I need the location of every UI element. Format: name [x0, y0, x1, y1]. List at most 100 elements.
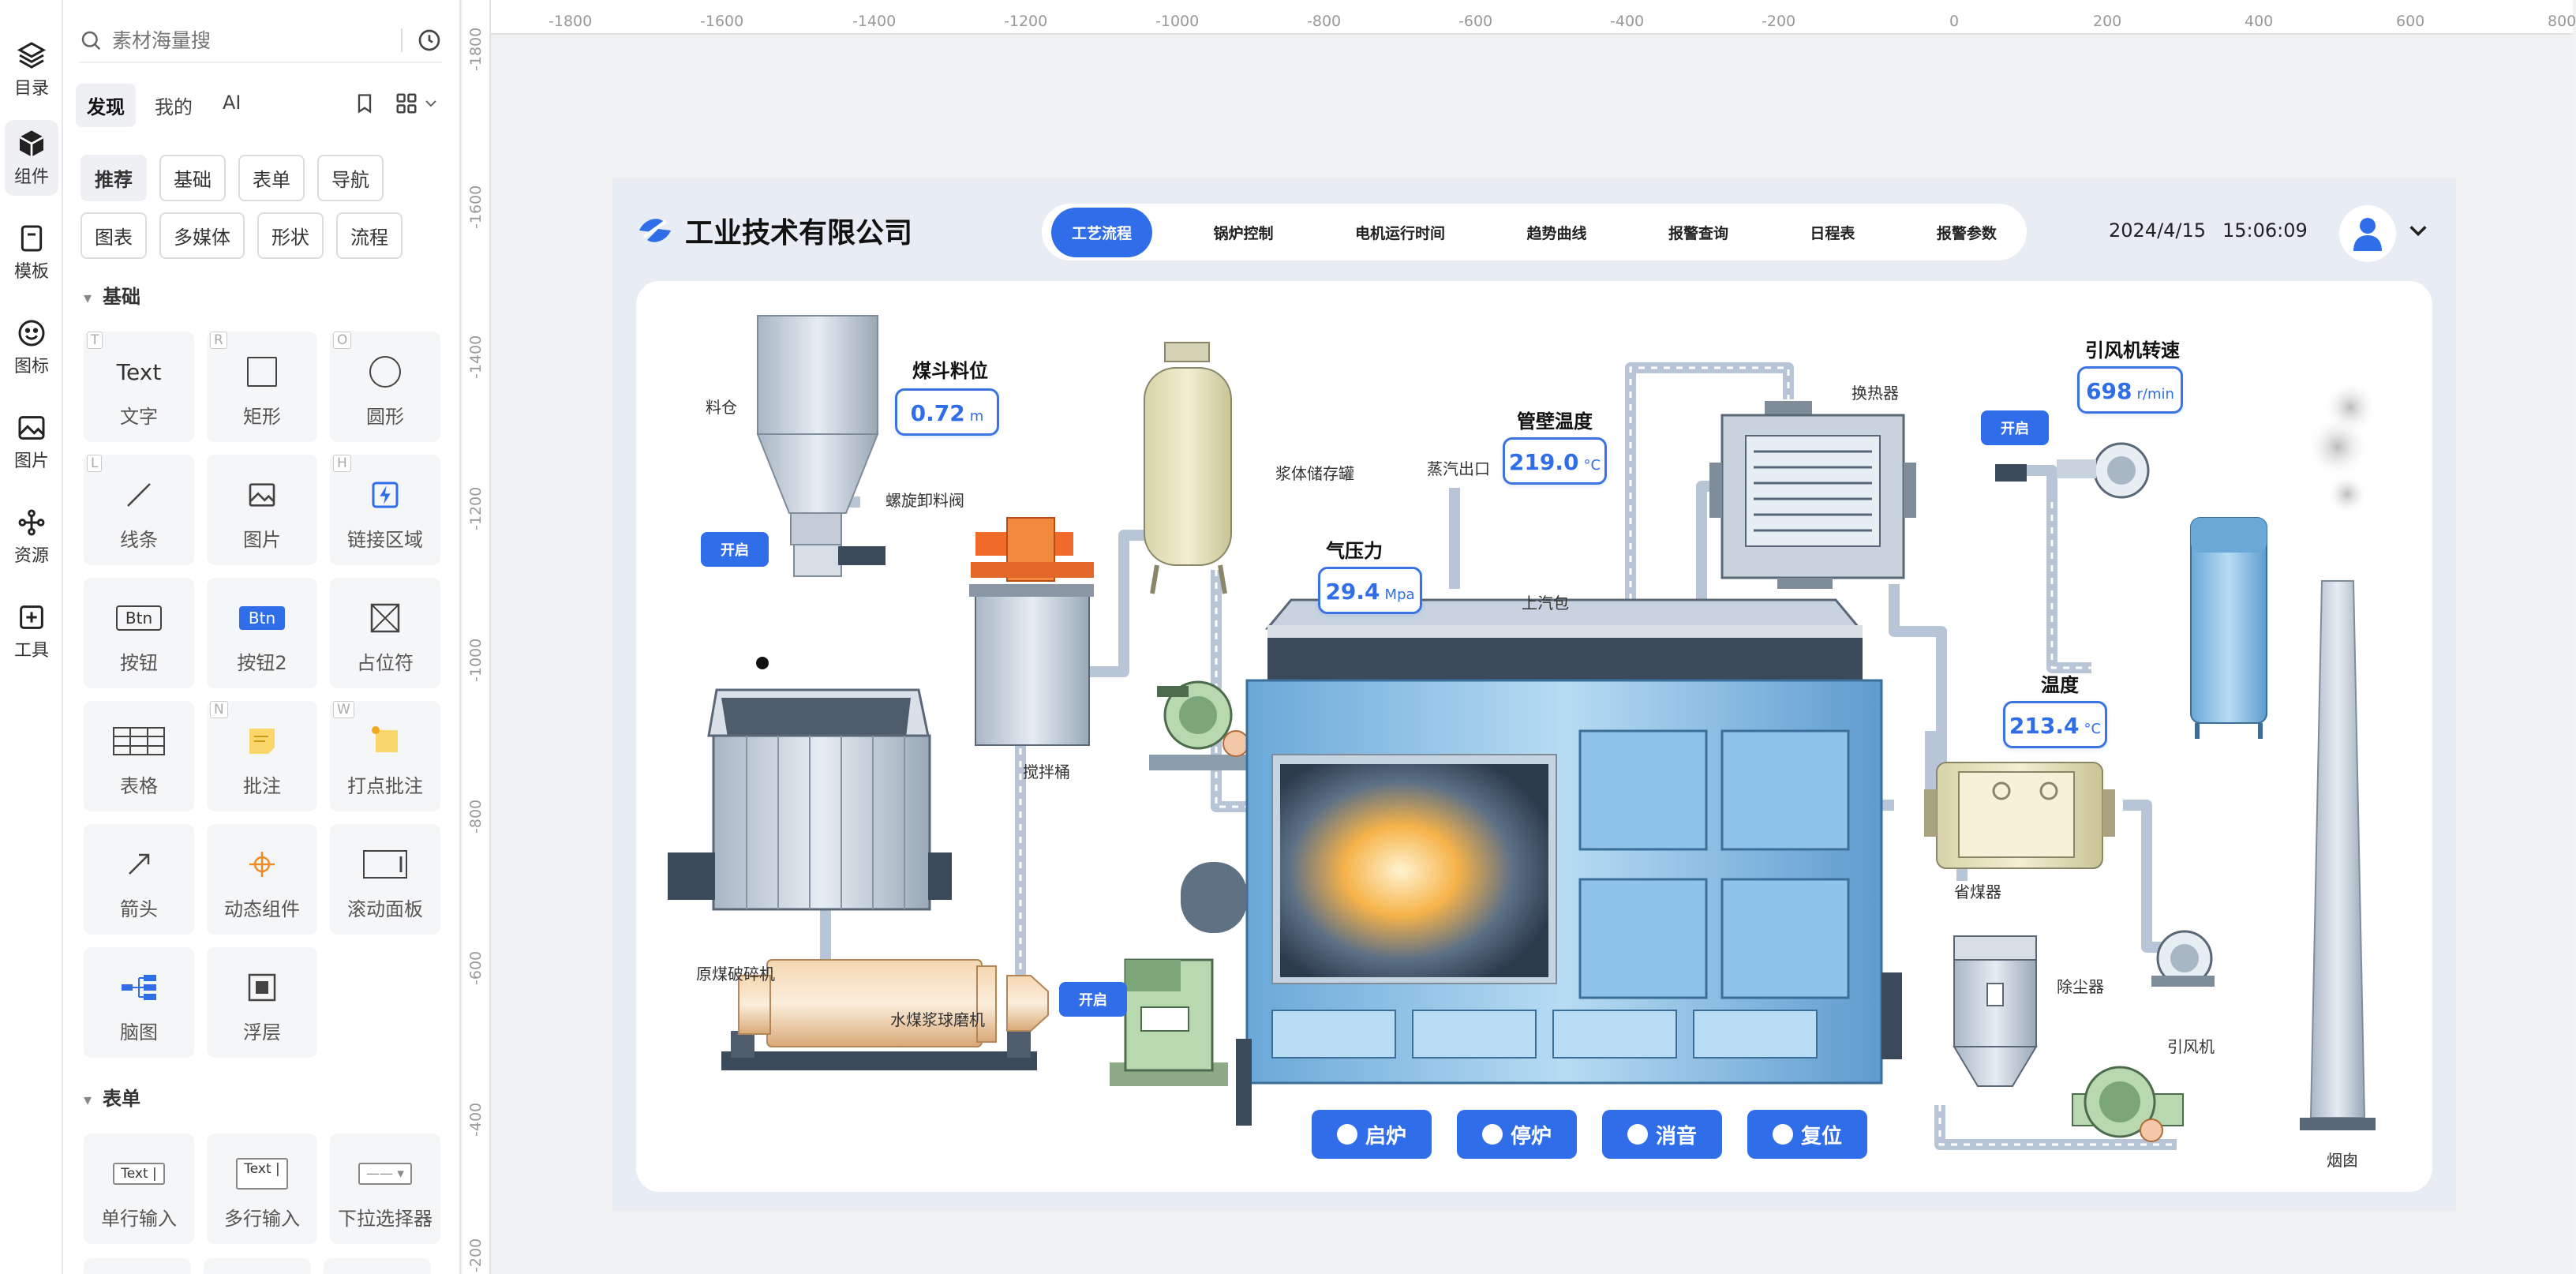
ruler-tick: -1600: [467, 185, 485, 229]
stop-boiler-button[interactable]: 停炉: [1457, 1110, 1577, 1159]
chip-shape[interactable]: 形状: [257, 212, 324, 259]
tab-mine[interactable]: 我的: [155, 96, 193, 118]
label-economizer: 省煤器: [1954, 882, 2001, 901]
rail-item-tools[interactable]: 工具: [5, 594, 58, 669]
open-button-silo[interactable]: 开启: [701, 532, 769, 567]
rectangle-icon: [247, 352, 277, 392]
design-canvas[interactable]: -1800 -1600 -1400 -1200 -1000 -800 -600 …: [462, 0, 2576, 1274]
top-navigation: 工艺流程 锅炉控制 电机运行时间 趋势曲线 报警查询 日程表 报警参数: [1042, 204, 2027, 260]
table-icon: [113, 721, 165, 761]
rail-item-components[interactable]: 组件: [5, 120, 58, 196]
rail-item-directory[interactable]: 目录: [5, 32, 58, 107]
rail-item-resources[interactable]: 资源: [5, 499, 58, 575]
component-label: 下拉选择器: [338, 1208, 432, 1230]
icon-text: Btn: [238, 606, 286, 630]
component-dropdown[interactable]: —— ▾ 下拉选择器: [330, 1133, 440, 1244]
ruler-tick: -1200: [1004, 13, 1048, 30]
open-button-fan[interactable]: 开启: [1981, 410, 2049, 445]
history-icon[interactable]: [417, 28, 442, 53]
nav-trend-curve[interactable]: 趋势曲线: [1526, 224, 1587, 242]
component-label: 圆形: [366, 406, 404, 428]
rail-label: 图标: [13, 357, 49, 377]
chip-nav[interactable]: 导航: [317, 155, 384, 201]
tab-discover[interactable]: 发现: [76, 84, 136, 127]
coal-crusher: [668, 688, 952, 911]
chip-flow[interactable]: 流程: [336, 212, 402, 259]
bookmark-icon[interactable]: [354, 92, 376, 115]
nav-motor-runtime[interactable]: 电机运行时间: [1354, 224, 1445, 242]
chip-chart[interactable]: 图表: [80, 212, 147, 259]
nav-schedule[interactable]: 日程表: [1810, 224, 1855, 242]
nav-alarm-query[interactable]: 报警查询: [1668, 224, 1728, 242]
divider: [401, 28, 402, 52]
play-icon: [1336, 1124, 1357, 1145]
mute-button[interactable]: 消音: [1602, 1110, 1722, 1159]
component-pin-note[interactable]: W 打点批注: [330, 701, 440, 811]
nav-boiler-control[interactable]: 锅炉控制: [1213, 224, 1274, 242]
component-placeholder[interactable]: 占位符: [330, 578, 440, 688]
reading-title-fan-speed: 引风机转速: [2085, 339, 2180, 362]
section-form-title[interactable]: 表单: [84, 1083, 140, 1111]
label-ball-mill: 水煤浆球磨机: [890, 1010, 985, 1029]
image-icon: [246, 475, 278, 515]
cube-icon: [19, 130, 44, 157]
ball-mill: [721, 959, 1049, 1070]
component-image[interactable]: 图片: [207, 455, 317, 565]
ruler-tick: -400: [1610, 13, 1645, 30]
component-circle[interactable]: O 圆形: [330, 332, 440, 442]
nav-alarm-params[interactable]: 报警参数: [1936, 224, 1997, 242]
ruler-tick: -800: [1307, 13, 1342, 30]
icon-text: ——: [366, 1166, 394, 1182]
component-link-area[interactable]: H 链接区域: [330, 455, 440, 565]
component-table[interactable]: 表格: [84, 701, 194, 811]
component-arrow[interactable]: 箭头: [84, 824, 194, 935]
placeholder-icon: [369, 598, 401, 638]
component-layer[interactable]: 浮层: [207, 947, 317, 1058]
chimney: [2300, 580, 2376, 1130]
chip-recommend[interactable]: 推荐: [80, 155, 147, 201]
rail-label: 组件: [13, 167, 49, 187]
line-icon: [123, 475, 155, 515]
section-basic-title[interactable]: 基础: [84, 281, 140, 309]
ruler-tick: 800: [2548, 13, 2576, 30]
component-line[interactable]: L 线条: [84, 455, 194, 565]
mixing-tank: [969, 517, 1094, 746]
component-multi-input[interactable]: Text | 多行输入: [207, 1133, 317, 1244]
component-single-input[interactable]: Text | 单行输入: [84, 1133, 194, 1244]
plus-box-icon: [20, 605, 43, 629]
component-label: 单行输入: [101, 1208, 177, 1230]
component-mindmap[interactable]: 脑图: [84, 947, 194, 1058]
component-dynamic[interactable]: 动态组件: [207, 824, 317, 935]
open-button-mill[interactable]: 开启: [1059, 982, 1127, 1017]
chip-form[interactable]: 表单: [238, 155, 305, 201]
component-note[interactable]: N 批注: [207, 701, 317, 811]
chip-basic[interactable]: 基础: [159, 155, 226, 201]
component-rectangle[interactable]: R 矩形: [207, 332, 317, 442]
tab-ai[interactable]: AI: [223, 92, 242, 114]
category-chips: 推荐 基础 表单 导航 图表 多媒体 形状 流程: [80, 155, 444, 259]
search-input[interactable]: [112, 28, 394, 52]
reading-value: 219.0: [1508, 449, 1579, 475]
ruler-tick: -1200: [467, 486, 485, 530]
reset-button[interactable]: 复位: [1747, 1110, 1867, 1159]
start-boiler-button[interactable]: 启炉: [1312, 1110, 1432, 1159]
user-avatar[interactable]: [2339, 205, 2396, 262]
rail-item-icons[interactable]: 图标: [5, 309, 58, 385]
component-button2[interactable]: Btn 按钮2: [207, 578, 317, 688]
rail-item-images[interactable]: 图片: [5, 404, 58, 480]
chevron-down-icon[interactable]: [425, 98, 437, 109]
component-text[interactable]: T Text 文字: [84, 332, 194, 442]
dashboard-artboard[interactable]: 工业技术有限公司 工艺流程 锅炉控制 电机运行时间 趋势曲线 报警查询 日程表 …: [612, 178, 2456, 1211]
chip-media[interactable]: 多媒体: [159, 212, 245, 259]
grid-view-icon[interactable]: [395, 92, 418, 115]
component-button[interactable]: Btn 按钮: [84, 578, 194, 688]
rail-item-templates[interactable]: 模板: [5, 215, 58, 290]
chevron-down-icon[interactable]: [2407, 219, 2429, 242]
nav-process-flow[interactable]: 工艺流程: [1051, 207, 1153, 257]
mute-icon: [1627, 1124, 1648, 1145]
label-coal-crusher: 原煤破碎机: [696, 965, 775, 984]
reading-unit: °C: [2084, 721, 2102, 737]
component-scroll-panel[interactable]: 滚动面板: [330, 824, 440, 935]
